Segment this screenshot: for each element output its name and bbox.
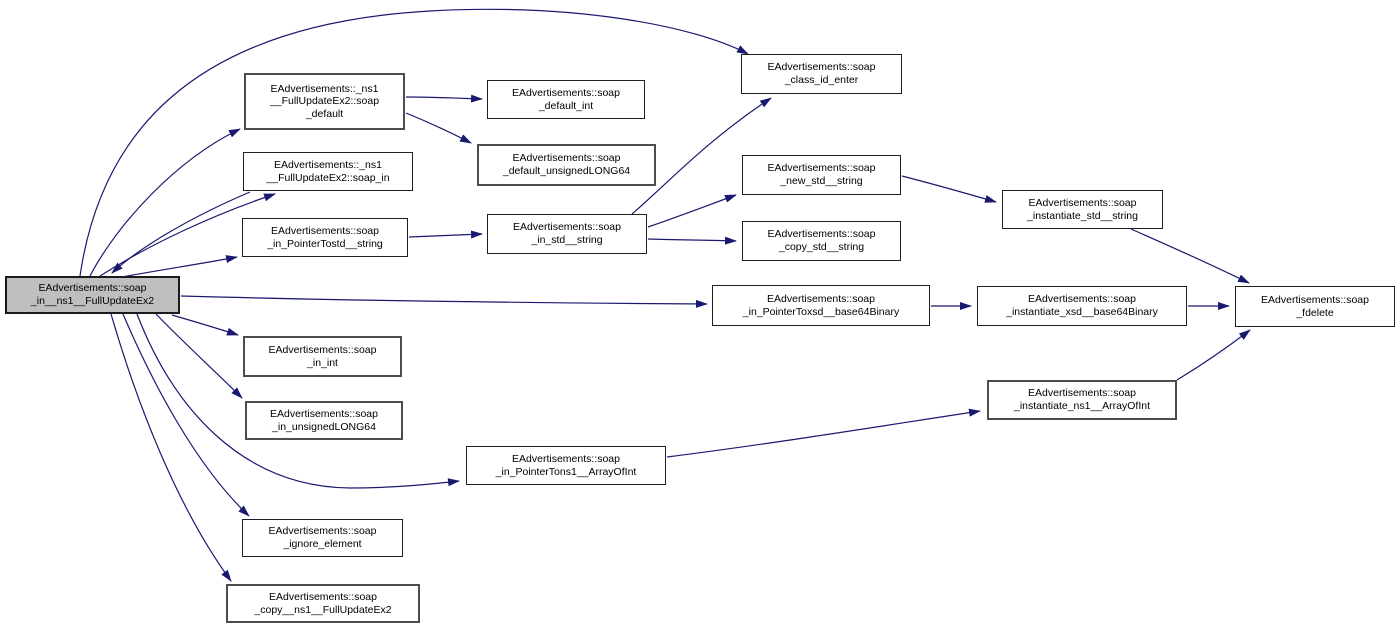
graph-node-label-line: __FullUpdateEx2::soap_in [266, 171, 390, 184]
graph-node-label-line: EAdvertisements::soap [767, 292, 875, 305]
graph-node-label-line: _fdelete [1296, 306, 1334, 319]
call-edge-soap-new-std-string--to--soap-instantiate-std-string [901, 175, 997, 203]
graph-node-label-line: _class_id_enter [784, 74, 859, 86]
graph-node-soap-in-int[interactable]: EAdvertisements::soap_in_int [243, 336, 402, 377]
graph-node-label-line: EAdvertisements::soap [767, 61, 876, 74]
graph-node-root: EAdvertisements::soap_in__ns1__FullUpdat… [5, 276, 180, 314]
graph-node-soap-in-pointertostd-string[interactable]: EAdvertisements::soap_in_PointerTostd__s… [242, 218, 408, 257]
graph-node-soap-fdelete[interactable]: EAdvertisements::soap_fdelete [1235, 286, 1395, 327]
graph-node-label-line: _in_PointerToxsd__base64Binary [742, 305, 900, 318]
graph-node-label-line: EAdvertisements::soap [767, 162, 876, 175]
graph-node-label-line: EAdvertisements::_ns1 [270, 82, 379, 95]
graph-node-label-line: EAdvertisements::soap [1261, 293, 1369, 306]
graph-node-label-line: _in__ns1__FullUpdateEx2 [30, 295, 155, 307]
graph-node-soap-in-pointertons1-arrayofint[interactable]: EAdvertisements::soap_in_PointerTons1__A… [466, 446, 666, 485]
graph-node-label-line: _in_unsignedLONG64 [272, 420, 376, 433]
graph-node-soap-in-std-string[interactable]: EAdvertisements::soap_in_std__string [487, 214, 647, 254]
graph-node-label-line: _instantiate_std__string [1027, 209, 1138, 222]
call-edge-root--to--soap-class-id-enter [79, 8, 749, 277]
graph-node-label-line: _default [305, 107, 344, 120]
call-edge-soap-instantiate-std-string--to--soap-fdelete [1130, 228, 1250, 284]
graph-node-label-line: EAdvertisements::soap [268, 343, 377, 356]
graph-node-label-line: _copy_std__string [778, 241, 865, 253]
graph-node-soap-instantiate-xsd-base64binary[interactable]: EAdvertisements::soap_instantiate_xsd__b… [977, 286, 1187, 326]
graph-node-label-line: __FullUpdateEx2::soap [269, 95, 380, 108]
graph-node-label-line: _instantiate_xsd__base64Binary [1006, 306, 1158, 318]
graph-node-soap-new-std-string[interactable]: EAdvertisements::soap_new_std__string [742, 155, 901, 195]
call-edge-root--to--soap-in-unsignedlong64 [155, 313, 243, 399]
graph-node-label-line: _in_PointerTostd__string [267, 237, 383, 250]
call-edge-soap-in-std-string--to--soap-new-std-string [647, 194, 737, 228]
graph-node-label-line: EAdvertisements::soap [270, 407, 378, 420]
graph-node-soap-instantiate-ns1-arrayofint[interactable]: EAdvertisements::soap_instantiate_ns1__A… [987, 380, 1177, 420]
graph-node-label-line: EAdvertisements::soap [512, 452, 620, 465]
graph-node-soap-class-id-enter[interactable]: EAdvertisements::soap_class_id_enter [741, 54, 902, 94]
graph-node-label-line: _new_std__string [780, 175, 863, 187]
call-edge-soap-in-std-string--to--soap-class-id-enter [631, 97, 772, 215]
graph-node-label-line: _instantiate_ns1__ArrayOfInt [1014, 400, 1150, 412]
graph-node-label-line: EAdvertisements::soap [513, 221, 621, 234]
graph-node-label-line: EAdvertisements::soap [268, 525, 377, 538]
graph-node-soap-default-unsignedlong64[interactable]: EAdvertisements::soap_default_unsignedLO… [477, 144, 656, 186]
graph-node-soap-instantiate-std-string[interactable]: EAdvertisements::soap_instantiate_std__s… [1002, 190, 1163, 229]
call-edge-soap-instantiate-ns1-arrayofint--to--soap-fdelete [1176, 329, 1251, 381]
call-edge-ns1-soap-default--to--soap-default-unsignedlong64 [405, 112, 472, 144]
graph-node-ns1-soap-in[interactable]: EAdvertisements::_ns1__FullUpdateEx2::so… [243, 152, 413, 191]
graph-node-label-line: EAdvertisements::soap [1028, 293, 1136, 306]
call-edge-root--to--soap-in-int [171, 314, 239, 336]
call-edge-root--to--soap-in-pointertoxsd-base64binary [180, 295, 708, 308]
graph-node-label-line: _in_PointerTons1__ArrayOfInt [495, 465, 637, 478]
call-edge-soap-in-pointertostd-string--to--soap-in-std-string [408, 230, 483, 239]
graph-node-label-line: EAdvertisements::soap [512, 86, 620, 99]
graph-node-label-line: EAdvertisements::soap [271, 224, 379, 237]
graph-node-soap-default-int[interactable]: EAdvertisements::soap_default_int [487, 80, 645, 119]
call-edge-soap-in-pointertons1-arrayofint--to--soap-instantiate-ns1-arrayofint [666, 408, 981, 458]
graph-node-label-line: _default_int [538, 99, 594, 112]
graph-node-label-line: _default_unsignedLONG64 [502, 165, 631, 177]
graph-node-label-line: _in_int [307, 356, 338, 369]
graph-node-soap-copy-std-string[interactable]: EAdvertisements::soap_copy_std__string [742, 221, 901, 261]
call-edge-ns1-soap-in--to--root [111, 191, 251, 274]
call-edge-ns1-soap-default--to--soap-default-int [405, 94, 483, 103]
graph-node-label-line: _in_std__string [531, 234, 603, 246]
graph-node-label-line: EAdvertisements::soap [1028, 387, 1136, 400]
graph-node-ns1-soap-default[interactable]: EAdvertisements::_ns1__FullUpdateEx2::so… [244, 73, 405, 130]
graph-node-soap-in-unsignedlong64[interactable]: EAdvertisements::soap_in_unsignedLONG64 [245, 401, 403, 440]
graph-node-soap-ignore-element[interactable]: EAdvertisements::soap_ignore_element [242, 519, 403, 557]
call-edge-root--to--soap-in-pointertostd-string [121, 255, 238, 278]
graph-node-soap-copy-ns1-fullupdateex2[interactable]: EAdvertisements::soap_copy__ns1__FullUpd… [226, 584, 420, 623]
call-edge-root--to--soap-copy-ns1-fullupdateex2 [110, 313, 232, 582]
graph-node-label-line: _copy__ns1__FullUpdateEx2 [254, 603, 392, 616]
call-edge-root--to--soap-ignore-element [122, 313, 250, 517]
graph-node-label-line: EAdvertisements::soap [512, 152, 621, 165]
graph-node-label-line: _ignore_element [283, 538, 362, 550]
call-edge-root--to--soap-in-pointertons1-arrayofint [136, 313, 460, 489]
graph-node-label-line: EAdvertisements::soap [1028, 196, 1137, 209]
graph-node-label-line: EAdvertisements::soap [38, 282, 147, 295]
edge-group [79, 8, 1251, 582]
graph-node-label-line: EAdvertisements::soap [767, 228, 876, 241]
graph-node-label-line: EAdvertisements::_ns1 [274, 158, 382, 171]
graph-node-label-line: EAdvertisements::soap [269, 590, 377, 603]
graph-node-soap-in-pointertoxsd-base64binary[interactable]: EAdvertisements::soap_in_PointerToxsd__b… [712, 285, 930, 326]
call-edge-root--to--ns1-soap-default [89, 128, 241, 277]
call-edge-soap-in-std-string--to--soap-copy-std-string [647, 236, 737, 245]
